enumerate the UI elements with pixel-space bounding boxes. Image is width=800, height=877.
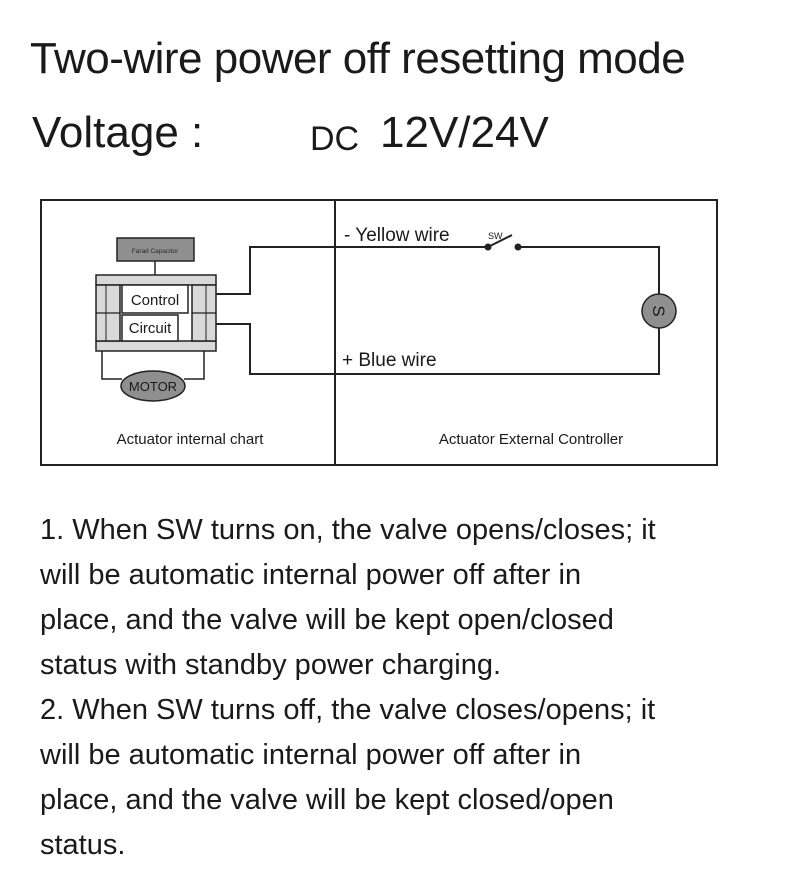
switch-contact-right xyxy=(514,243,522,251)
circuit-box xyxy=(121,314,179,342)
instruction-line: will be automatic internal power off aft… xyxy=(40,739,582,771)
control-label: Control xyxy=(131,292,179,309)
motor-left-lead xyxy=(101,351,122,380)
internal-chart-caption: Actuator internal chart xyxy=(117,431,265,448)
instruction-line: place, and the valve will be kept closed… xyxy=(40,784,614,816)
voltage-row: Voltage : DC 12V/24V xyxy=(32,108,732,164)
blue-wire xyxy=(216,323,660,375)
diagram-frame xyxy=(40,199,718,466)
circuit-label: Circuit xyxy=(129,320,172,337)
yellow-wire-label: - Yellow wire xyxy=(344,225,450,246)
instruction-line: will be automatic internal power off aft… xyxy=(40,559,582,591)
wiring-diagram: Farad Capacitor Control Circuit MOTOR SW… xyxy=(40,199,718,466)
switch-lever xyxy=(487,234,513,248)
voltage-label: Voltage : xyxy=(32,108,204,157)
instructions: 1. When SW turns on, the valve opens/clo… xyxy=(40,508,780,868)
instruction-line: place, and the valve will be kept open/c… xyxy=(40,604,614,636)
instruction-item: 1. When SW turns on, the valve opens/clo… xyxy=(40,508,780,688)
instruction-line: status. xyxy=(40,829,126,861)
instruction-line: 2. When SW turns off, the valve closes/o… xyxy=(40,694,656,726)
power-source xyxy=(641,293,677,329)
external-controller-caption: Actuator External Controller xyxy=(439,431,623,448)
blue-wire-label: + Blue wire xyxy=(342,350,437,371)
control-bottom-bar xyxy=(95,340,217,352)
voltage-prefix: DC xyxy=(310,120,360,158)
motor xyxy=(120,370,186,402)
control-top-bar xyxy=(95,274,217,286)
yellow-wire xyxy=(216,246,485,295)
page-title: Two-wire power off resetting mode xyxy=(30,34,686,83)
source-label: S xyxy=(649,305,668,316)
instruction-line: 1. When SW turns on, the valve opens/clo… xyxy=(40,514,656,546)
instruction-line: status with standby power charging. xyxy=(40,649,502,681)
voltage-value: 12V/24V xyxy=(380,108,549,157)
capacitor-label: Farad Capacitor xyxy=(132,248,179,255)
motor-label: MOTOR xyxy=(129,379,177,394)
instruction-item: 2. When SW turns off, the valve closes/o… xyxy=(40,688,780,868)
motor-right-lead xyxy=(184,351,205,380)
control-box xyxy=(121,284,189,314)
switch-label: SW xyxy=(488,231,503,241)
yellow-wire-return xyxy=(519,246,660,294)
